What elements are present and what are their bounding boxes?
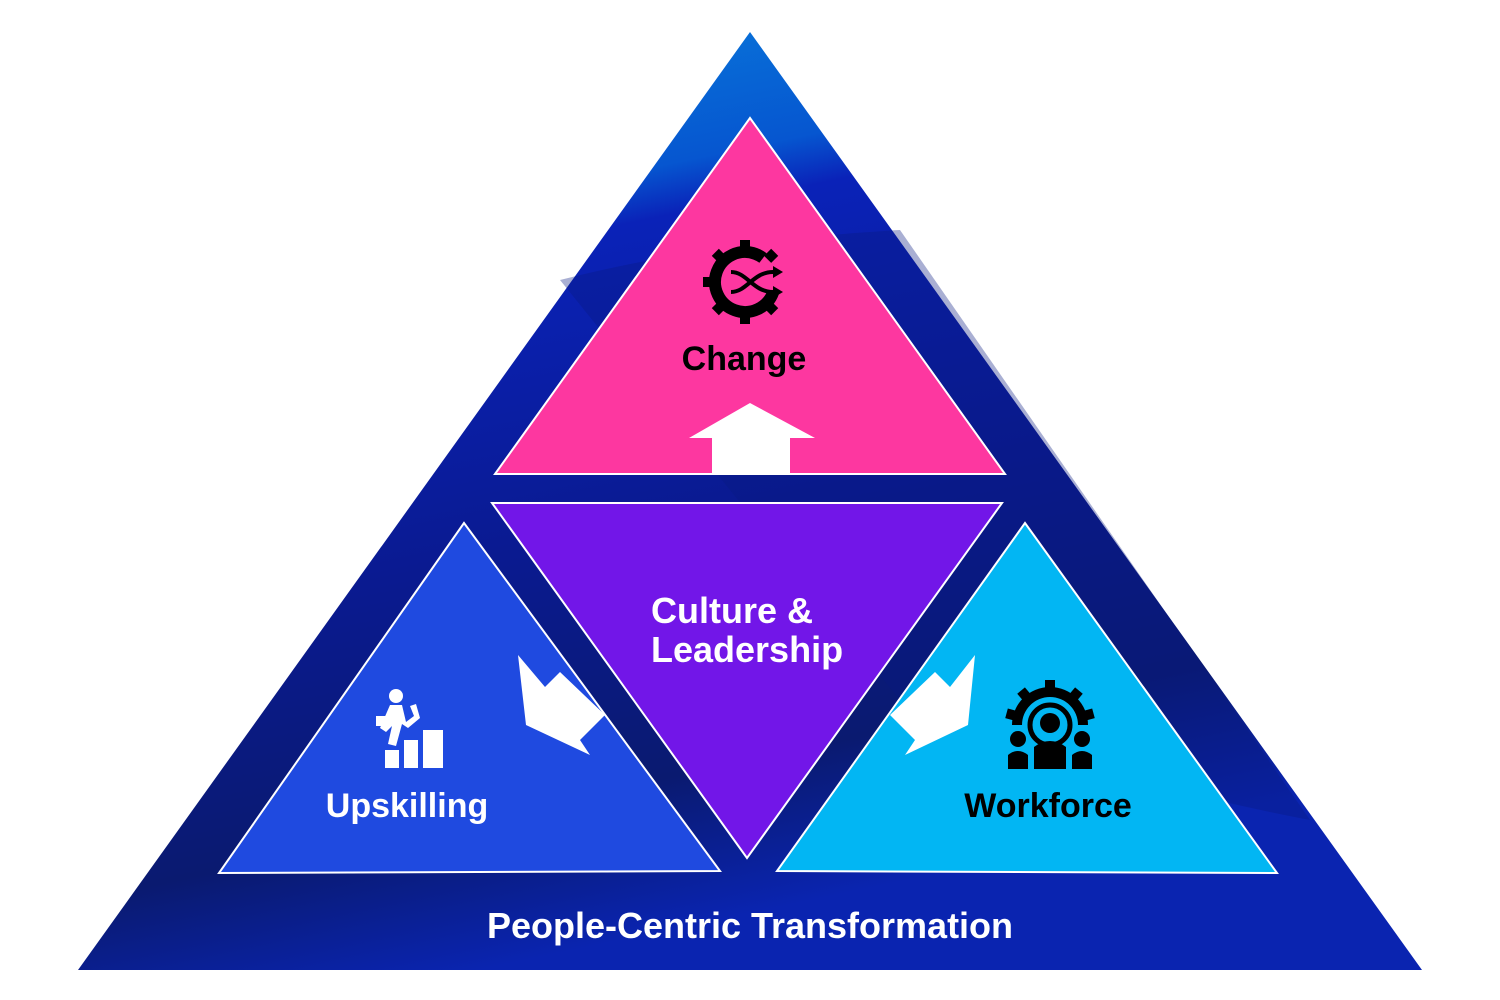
culture-label-line1: Culture & bbox=[651, 590, 813, 631]
arrow-down-left-icon bbox=[518, 655, 605, 755]
culture-label-line2: Leadership bbox=[651, 629, 843, 670]
gear-people-icon bbox=[1005, 680, 1095, 769]
diagram-title: People-Centric Transformation bbox=[487, 905, 1013, 946]
culture-leadership-triangle bbox=[490, 502, 1004, 860]
person-climbing-stairs-icon bbox=[376, 689, 443, 768]
arrow-up-icon bbox=[689, 403, 815, 474]
workforce-label: Workforce bbox=[964, 787, 1132, 825]
arrow-down-right-icon bbox=[890, 655, 975, 755]
upskilling-triangle bbox=[217, 521, 722, 875]
change-label: Change bbox=[682, 340, 807, 378]
upskilling-label: Upskilling bbox=[326, 787, 488, 825]
